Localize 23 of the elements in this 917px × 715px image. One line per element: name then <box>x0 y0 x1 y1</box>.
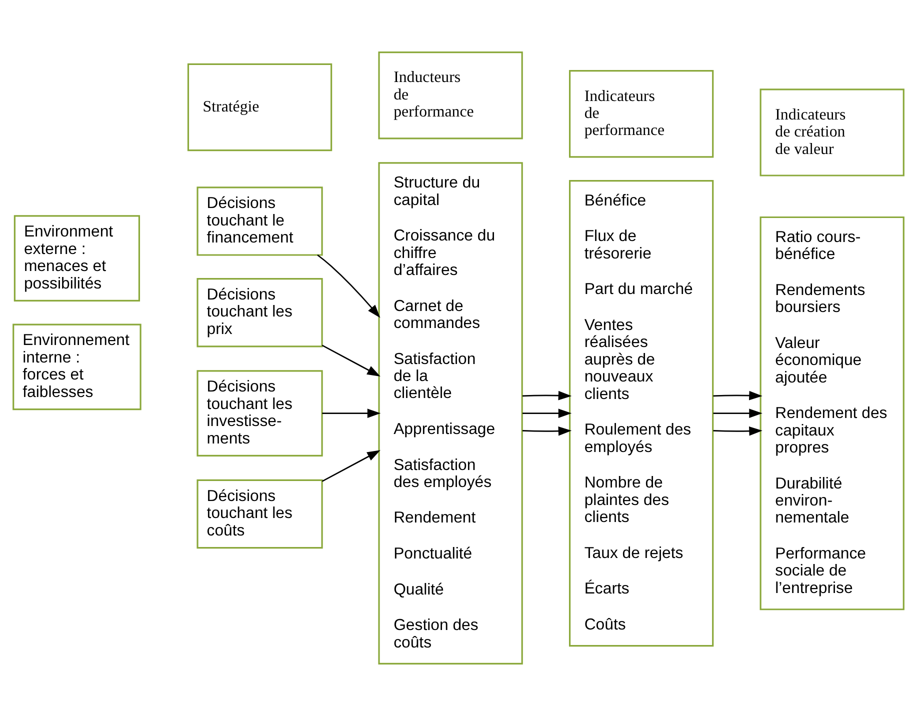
arrow <box>522 426 572 436</box>
arrow <box>322 450 380 482</box>
node-box: Indicateurs de performance <box>569 70 714 158</box>
node-box: Structure du capital Croissance du chiffre d’affaires Carnet de commandes Satisfaction de la clientèle Apprentissage Satisfaction des employés Rendement Ponctualité Qualité Gestion des coûts <box>378 162 523 664</box>
arrow <box>522 390 572 400</box>
node-box: Stratégie <box>187 62 332 151</box>
node-box: Bénéfice Flux de trésorerie Part du marché Ventes réalisées auprès de nouveaux clients Roulement des employés Nombre de plaintes des clients Taux de rejets Écarts Coûts <box>569 180 714 646</box>
arrow <box>713 408 762 418</box>
node-box: Décisions touchant le financement <box>196 186 323 256</box>
node-box: Inducteurs de performance <box>378 51 523 139</box>
node-box: Indicateurs de création de valeur <box>760 88 904 176</box>
arrow <box>322 344 380 376</box>
arrow <box>322 408 381 418</box>
node-box: Décisions touchant les prix <box>196 278 323 347</box>
node-box: Ratio cours-bénéfice Rendements boursiers Valeur économique ajoutée Rendement des capitaux propres Durabilité environ-nementale Performance sociale de l’entreprise <box>760 216 904 610</box>
node-box: Décisions touchant les coûts <box>196 478 323 548</box>
arrow <box>522 408 572 418</box>
node-box: Environnement interne : forces et faiblesses <box>12 323 142 410</box>
node-box: Environment externe : menaces et possibilités <box>14 214 140 301</box>
arrow <box>317 254 380 318</box>
node-box: Décisions touchant les investisse-ments <box>196 370 323 456</box>
arrow <box>713 426 762 436</box>
arrow <box>713 390 762 400</box>
